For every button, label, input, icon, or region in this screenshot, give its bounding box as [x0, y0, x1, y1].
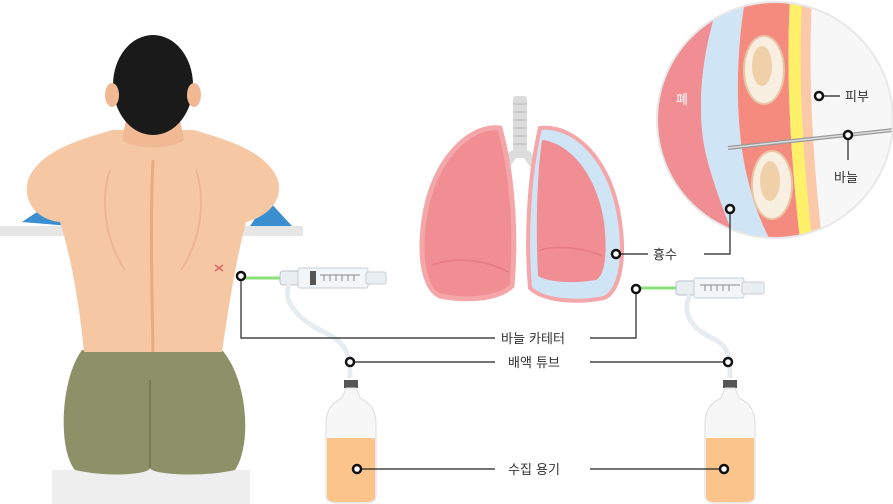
- bag-liquid-left: [327, 438, 375, 502]
- marker-fluid-zoom: [724, 203, 736, 215]
- syringe-right: [637, 277, 765, 379]
- zoom-skin: [800, 2, 822, 238]
- syringe-end-right: [741, 281, 765, 295]
- shoulder-blade-right: [180, 169, 202, 271]
- zoom-fluid: [701, 2, 770, 238]
- lung-left-fissure: [431, 259, 509, 273]
- syringe-hub-right: [675, 280, 697, 296]
- lung-right-fissure: [539, 246, 603, 257]
- collection-bag-left: [325, 380, 377, 504]
- syringe-end-left: [365, 271, 387, 285]
- marker-tube-left: [344, 356, 356, 368]
- callout-line-catheter-left: [240, 277, 495, 339]
- syringe-barrel-right: [693, 277, 745, 299]
- lungs: [419, 96, 624, 303]
- marker-skin: [813, 90, 825, 102]
- label-pleural-fluid: 흉수: [653, 248, 677, 263]
- syringe-scale-right: [700, 284, 740, 291]
- marker-container-right: [718, 463, 730, 475]
- head-hair: [113, 35, 193, 135]
- patient-figure: [0, 35, 303, 504]
- label-needle: 바늘: [834, 171, 858, 186]
- label-skin: 피부: [845, 90, 869, 105]
- marker-tube-right: [722, 356, 734, 368]
- zoom-needle-highlight: [727, 129, 893, 149]
- stool: [52, 470, 250, 504]
- marker-catheter-right: [630, 283, 642, 295]
- insertion-mark: [214, 264, 224, 272]
- marker-fluid-lung: [610, 248, 622, 260]
- marker-catheter-left: [235, 270, 247, 282]
- zoom-detail: [656, 1, 893, 239]
- bag-cap-right: [723, 380, 737, 388]
- zoom-circle-border: [656, 1, 893, 239]
- syringe-scale-left: [320, 274, 360, 281]
- zoom-fat: [788, 2, 812, 238]
- markers: [235, 90, 854, 475]
- support-pad-right: [250, 200, 292, 226]
- trachea: [513, 96, 527, 158]
- label-lung: 폐: [676, 93, 688, 108]
- label-collection-container: 수집 용기: [508, 463, 560, 478]
- drainage-tube-left: [284, 282, 353, 379]
- marker-container-left: [351, 463, 363, 475]
- syringe-hub-left: [279, 270, 301, 286]
- callout-line-fluid-zoom: [704, 210, 731, 255]
- lung-left: [419, 125, 517, 302]
- shoulder-blade-left: [104, 169, 126, 271]
- label-drainage-tube: 배액 튜브: [508, 356, 560, 371]
- trachea-rings: [513, 103, 527, 145]
- callouts: [240, 95, 849, 470]
- rib-upper-marrow: [752, 46, 772, 86]
- syringe-barrel-left: [297, 267, 369, 289]
- syringe-plunger-left: [310, 271, 316, 285]
- bag-liquid-right: [706, 438, 754, 502]
- ear-left: [105, 83, 119, 107]
- lung-right: [536, 140, 606, 283]
- ear-right: [187, 83, 201, 107]
- callout-line-catheter-right: [590, 290, 637, 339]
- pants: [63, 350, 246, 475]
- bag-cap-left: [344, 380, 358, 388]
- spine-line: [149, 159, 155, 353]
- collection-bag-right: [704, 380, 756, 504]
- marker-needle: [842, 129, 854, 141]
- rib-lower-marrow: [760, 161, 780, 201]
- label-needle-catheter: 바늘 카테터: [501, 332, 565, 347]
- drainage-tube-right: [684, 293, 733, 379]
